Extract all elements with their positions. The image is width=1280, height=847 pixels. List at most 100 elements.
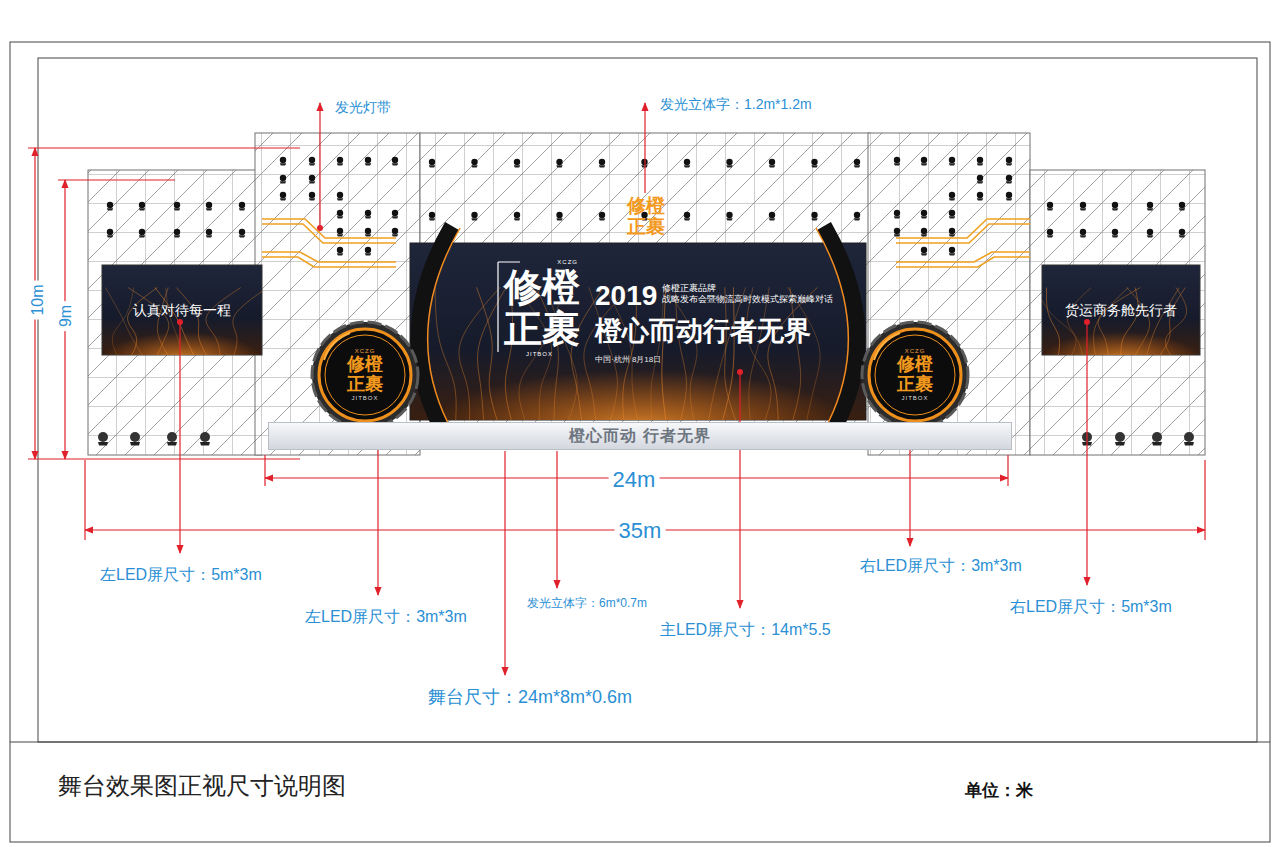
callout-label: 左LED屏尺寸：3m*3m bbox=[305, 607, 467, 626]
spotlight bbox=[599, 212, 605, 221]
spotlight bbox=[854, 159, 860, 168]
spotlight bbox=[921, 228, 927, 237]
spotlight bbox=[949, 192, 955, 201]
spotlight bbox=[337, 210, 343, 219]
flame-strand bbox=[476, 287, 497, 420]
spotlight bbox=[949, 157, 955, 166]
spotlight bbox=[1184, 432, 1194, 446]
side-led-screen: 货运商务舱先行者 bbox=[1042, 265, 1200, 355]
spotlight bbox=[365, 228, 371, 237]
spotlight bbox=[684, 159, 690, 168]
spotlight bbox=[309, 157, 315, 166]
flame-strand bbox=[459, 287, 500, 420]
dimension-lines bbox=[28, 148, 1205, 540]
node-text: XCZG bbox=[355, 348, 376, 355]
spotlight bbox=[239, 202, 245, 211]
spotlight bbox=[1006, 192, 1012, 201]
stage-front-band: 橙心而动 行者无界 bbox=[268, 422, 1012, 450]
node-text: 修橙正裹 bbox=[897, 355, 934, 395]
dimension-label: 24m bbox=[609, 467, 660, 493]
spotlight bbox=[392, 157, 398, 166]
flame-strand bbox=[662, 287, 666, 420]
callout-label: 发光灯带 bbox=[335, 99, 391, 116]
spotlight bbox=[854, 212, 860, 221]
spotlight bbox=[174, 202, 180, 211]
node-text: 修橙正裹 bbox=[347, 355, 384, 395]
spotlight bbox=[206, 202, 212, 211]
flame-strand bbox=[788, 287, 821, 420]
spotlight bbox=[1112, 229, 1118, 238]
spotlight bbox=[167, 432, 177, 446]
spotlight bbox=[1047, 229, 1053, 238]
node-text: JITBOX bbox=[526, 351, 553, 358]
flame-strand bbox=[747, 287, 771, 420]
spotlight bbox=[206, 229, 212, 238]
glowing-3d-letters: 修橙正裹 bbox=[627, 196, 666, 238]
main-led-screen: 2019修橙正裹品牌 战略发布会暨物流高时效模式探索巅峰对话橙心而动行者无界中国… bbox=[410, 243, 866, 420]
logo-circle: XCZG修橙正裹JITBOX bbox=[310, 320, 420, 430]
spotlight bbox=[556, 159, 562, 168]
spotlight bbox=[280, 175, 286, 184]
spotlight bbox=[239, 229, 245, 238]
callout-label: 左LED屏尺寸：5m*3m bbox=[100, 565, 262, 584]
spotlight bbox=[429, 212, 435, 221]
spotlight bbox=[1006, 175, 1012, 184]
flame-strand bbox=[157, 288, 169, 356]
flame-strand bbox=[155, 288, 195, 356]
spotlight bbox=[107, 202, 113, 211]
flame-strand bbox=[112, 288, 133, 356]
spotlight bbox=[309, 192, 315, 201]
flame-strand bbox=[1046, 288, 1059, 356]
spotlight bbox=[1115, 432, 1125, 446]
node-text: 2019 bbox=[595, 279, 657, 313]
spotlight bbox=[977, 157, 983, 166]
flame-strand bbox=[206, 288, 241, 356]
dimension-label: 9m bbox=[56, 301, 75, 331]
sheet-title: 舞台效果图正视尺寸说明图 bbox=[58, 770, 346, 802]
spotlight bbox=[280, 157, 286, 166]
spotlight bbox=[811, 212, 817, 221]
spotlight bbox=[365, 157, 371, 166]
node-text: 货运商务舱先行者 bbox=[1065, 302, 1177, 319]
screen-side-arc bbox=[419, 226, 858, 425]
spotlight bbox=[471, 212, 477, 221]
spotlight bbox=[811, 159, 817, 168]
callout-label: 发光立体字：1.2m*1.2m bbox=[660, 96, 812, 113]
unit-note: 单位：米 bbox=[965, 781, 1033, 801]
spotlight bbox=[471, 159, 477, 168]
spotlight bbox=[130, 432, 140, 446]
node-text: JITBOX bbox=[351, 395, 378, 402]
flame-strand bbox=[665, 287, 697, 420]
spotlight bbox=[1006, 157, 1012, 166]
spotlight bbox=[514, 212, 520, 221]
spotlight bbox=[921, 210, 927, 219]
spotlight bbox=[599, 159, 605, 168]
flame-strand bbox=[675, 287, 686, 420]
flame-strand bbox=[722, 287, 734, 420]
spotlight bbox=[977, 175, 983, 184]
led-screen-graphics bbox=[102, 243, 1201, 480]
spotlight bbox=[1080, 229, 1086, 238]
spotlight bbox=[337, 157, 343, 166]
spotlight bbox=[200, 432, 210, 446]
spotlight bbox=[392, 228, 398, 237]
spotlight bbox=[309, 175, 315, 184]
callout-label: 右LED屏尺寸：3m*3m bbox=[860, 556, 1022, 575]
logo-circle: XCZG修橙正裹JITBOX bbox=[860, 320, 970, 430]
flame-strand bbox=[1165, 288, 1186, 356]
spotlight bbox=[1179, 229, 1185, 238]
spotlight bbox=[365, 247, 371, 256]
sheet-frame bbox=[10, 42, 1270, 842]
node-text: XCZG bbox=[905, 348, 926, 355]
spotlight bbox=[429, 159, 435, 168]
spotlight bbox=[107, 229, 113, 238]
flame-strand bbox=[233, 288, 262, 356]
callout-label: 舞台尺寸：24m*8m*0.6m bbox=[428, 687, 632, 709]
spotlight bbox=[98, 432, 108, 446]
node-text: JITBOX bbox=[901, 395, 928, 402]
flame-strand bbox=[1127, 288, 1150, 356]
spotlight bbox=[365, 210, 371, 219]
spotlight bbox=[949, 210, 955, 219]
node-text: 修橙正裹品牌 战略发布会暨物流高时效模式探索巅峰对话 bbox=[662, 283, 842, 305]
spotlight bbox=[1152, 432, 1162, 446]
